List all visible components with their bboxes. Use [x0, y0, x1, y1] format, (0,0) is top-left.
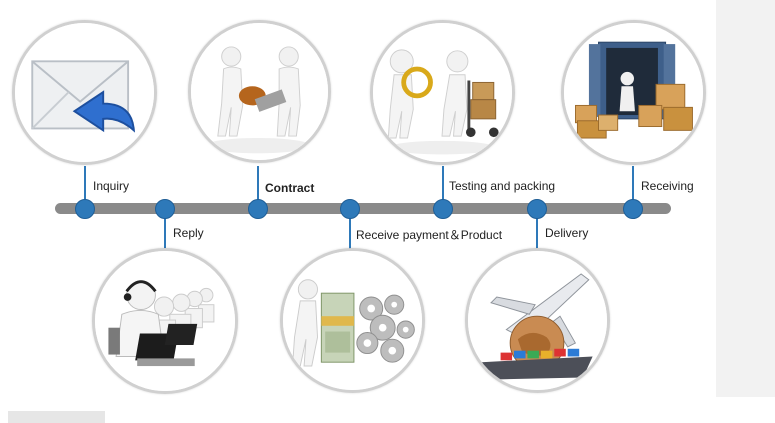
dot-inquiry: [75, 199, 95, 219]
inquiry-image: [12, 20, 157, 165]
warehouse-icon: [564, 23, 703, 162]
testing-image: [370, 20, 515, 165]
dot-receiving: [623, 199, 643, 219]
receiving-image: [561, 20, 706, 165]
dot-delivery: [527, 199, 547, 219]
label-receiving: Receiving: [641, 179, 694, 193]
contract-image: [188, 20, 331, 163]
label-testing: Testing and packing: [449, 179, 556, 193]
reply-image: [92, 248, 238, 394]
label-inquiry: Inquiry: [93, 179, 130, 193]
stem-reply: [164, 215, 166, 249]
dot-contract: [248, 199, 268, 219]
call-center-icon: [95, 251, 235, 391]
stem-receiving: [632, 166, 634, 202]
right-strip: [716, 0, 775, 397]
label-receive-payment: Receive payment＆Product: [356, 228, 503, 242]
dot-reply: [155, 199, 175, 219]
payment-image: [280, 248, 425, 393]
money-gears-icon: [283, 251, 422, 390]
label-delivery: Delivery: [545, 226, 589, 240]
stem-testing: [442, 166, 444, 202]
bottom-bar: [8, 411, 105, 423]
stem-contract: [257, 166, 259, 202]
stem-delivery: [536, 215, 538, 249]
envelope-reply-icon: [15, 23, 154, 162]
inspection-packing-icon: [373, 23, 512, 162]
dot-testing: [433, 199, 453, 219]
label-reply: Reply: [173, 226, 204, 240]
timeline-bar: [55, 203, 671, 214]
airplane-ship-icon: [468, 251, 607, 390]
label-contract: Contract: [265, 181, 315, 195]
dot-payment: [340, 199, 360, 219]
stem-payment: [349, 215, 351, 249]
delivery-image: [465, 248, 610, 393]
stem-inquiry: [84, 166, 86, 202]
handshake-contract-icon: [191, 23, 328, 160]
